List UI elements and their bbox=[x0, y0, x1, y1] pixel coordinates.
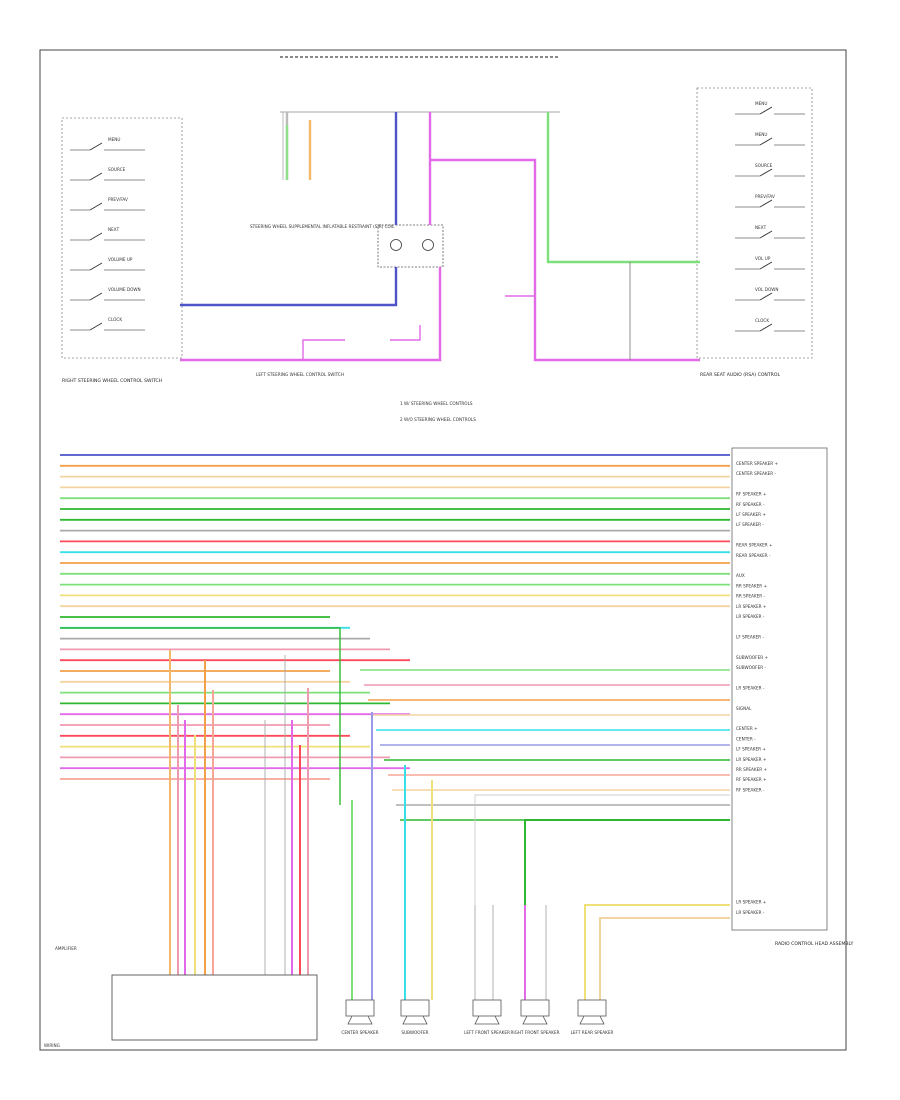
main-wire-bundle bbox=[60, 454, 730, 821]
footnote-1: 1 W/ STEERING WHEEL CONTROLS bbox=[400, 401, 473, 406]
switch-contact bbox=[89, 142, 103, 151]
diagram-frame bbox=[39, 49, 847, 1051]
switch-label: SOURCE bbox=[108, 167, 126, 172]
speaker-body bbox=[577, 999, 607, 1017]
clockspring-title: STEERING WHEEL SUPPLEMENTAL INFLATABLE R… bbox=[250, 224, 395, 229]
switch-label: NEXT bbox=[755, 225, 767, 230]
switch-label: MENU bbox=[108, 137, 120, 142]
speaker-label: LEFT REAR SPEAKER bbox=[571, 1030, 614, 1035]
radio-head: CENTER SPEAKER + CENTER SPEAKER - RF SPEAK… bbox=[731, 447, 853, 947]
pin-label: LF SPEAKER - bbox=[736, 634, 764, 639]
speaker-cone bbox=[474, 1015, 500, 1025]
clockspring: STEERING WHEEL SUPPLEMENTAL INFLATABLE R… bbox=[250, 224, 444, 268]
speaker-body bbox=[520, 999, 550, 1017]
pin-label: LR SPEAKER + bbox=[736, 604, 767, 609]
switch-contact bbox=[89, 202, 103, 211]
pin-label: REAR SPEAKER - bbox=[736, 553, 771, 558]
switch-label: VOLUME UP bbox=[108, 257, 133, 262]
speakers: CENTER SPEAKER SUBWOOFER LEFT FRONT SPEAKE… bbox=[341, 999, 614, 1035]
footnote-2: 2 W/O STEERING WHEEL CONTROLS bbox=[400, 417, 476, 422]
pin-label: RR SPEAKER - bbox=[736, 594, 765, 599]
switch-contact bbox=[759, 230, 773, 239]
switch-contact bbox=[89, 172, 103, 181]
pin-label: RF SPEAKER - bbox=[736, 787, 765, 792]
pin-label: CENTER + bbox=[736, 726, 758, 731]
diagram-id: WIRING bbox=[44, 1043, 60, 1048]
pin-label: RF SPEAKER + bbox=[736, 777, 767, 782]
pin-label: LF SPEAKER - bbox=[736, 522, 764, 527]
switch-contact bbox=[759, 292, 773, 301]
pin-label: REAR SPEAKER + bbox=[736, 543, 773, 548]
radio-title: RADIO CONTROL HEAD ASSEMBLY bbox=[775, 941, 853, 947]
pin-label: SIGNAL bbox=[736, 706, 752, 711]
switch-contact bbox=[759, 261, 773, 270]
right-switch-title: REAR SEAT AUDIO (RSA) CONTROL bbox=[700, 372, 780, 378]
switch-contact bbox=[759, 168, 773, 177]
switch-label: SOURCE bbox=[755, 163, 773, 168]
speaker-body bbox=[400, 999, 430, 1017]
switch-label: CLOCK bbox=[755, 318, 769, 323]
left-steering-switch: MENU SOURCE PREV/FAV NEXT VOLUME UP VOLUME DO… bbox=[61, 117, 183, 384]
speaker-cone bbox=[402, 1015, 428, 1025]
ground-note: LEFT STEERING WHEEL CONTROL SWITCH bbox=[256, 372, 344, 377]
switch-label: MENU bbox=[755, 101, 767, 106]
pin-label: SUBWOOFER - bbox=[736, 665, 766, 670]
pin-label: CENTER SPEAKER + bbox=[736, 461, 778, 466]
switch-contact bbox=[759, 137, 773, 146]
switch-label: NEXT bbox=[108, 227, 120, 232]
ground-note-title: LEFT STEERING WHEEL CONTROL SWITCH bbox=[256, 372, 344, 377]
switch-contact bbox=[759, 323, 773, 332]
pin-label: RR SPEAKER + bbox=[736, 767, 767, 772]
pin-label: LF SPEAKER + bbox=[736, 512, 766, 517]
pin-label: SUBWOOFER + bbox=[736, 655, 768, 660]
switch-contact bbox=[759, 199, 773, 208]
speaker-label: LEFT FRONT SPEAKER bbox=[464, 1030, 510, 1035]
switch-label: PREV/FAV bbox=[755, 194, 775, 199]
pin-label: LR SPEAKER + bbox=[736, 757, 767, 762]
footnotes: 1 W/ STEERING WHEEL CONTROLS 2 W/O STEER… bbox=[400, 401, 476, 422]
speaker-body bbox=[472, 999, 502, 1017]
pin-label: RF SPEAKER - bbox=[736, 502, 765, 507]
switch-contact bbox=[89, 262, 103, 271]
pin-label: CENTER - bbox=[736, 736, 756, 741]
switch-label: VOLUME DOWN bbox=[108, 287, 141, 292]
speaker-label: CENTER SPEAKER bbox=[341, 1030, 378, 1035]
speaker-cone bbox=[579, 1015, 605, 1025]
pin-label: LR SPEAKER - bbox=[736, 685, 765, 690]
amplifier: AMPLIFIER bbox=[55, 946, 318, 1041]
right-rsa-control: MENU MENU SOURCE PREV/FAV NEXT VOL UP VOL DOWN… bbox=[696, 87, 813, 378]
pin-label: RF SPEAKER + bbox=[736, 492, 767, 497]
switch-label: VOL DOWN bbox=[755, 287, 779, 292]
speaker-cone bbox=[522, 1015, 548, 1025]
switch-label: VOL UP bbox=[755, 256, 771, 261]
pin-label: RR SPEAKER + bbox=[736, 583, 767, 588]
switch-contact bbox=[89, 322, 103, 331]
pin-label: LR SPEAKER - bbox=[736, 614, 765, 619]
switch-contact bbox=[89, 232, 103, 241]
speaker-cone bbox=[347, 1015, 373, 1025]
amp-title: AMPLIFIER bbox=[55, 946, 77, 951]
switch-contact bbox=[89, 292, 103, 301]
pin-label: CENTER SPEAKER - bbox=[736, 471, 776, 476]
pin-label: LR SPEAKER + bbox=[736, 900, 767, 905]
left-switch-title: RIGHT STEERING WHEEL CONTROL SWITCH bbox=[62, 378, 162, 384]
pin-label: AUX bbox=[736, 573, 745, 578]
switch-label: CLOCK bbox=[108, 317, 122, 322]
speaker-body bbox=[345, 999, 375, 1017]
lower-harness bbox=[60, 627, 730, 1000]
speaker-label: SUBWOOFER bbox=[401, 1030, 428, 1035]
pin-label: LF SPEAKER + bbox=[736, 747, 766, 752]
upper-harness bbox=[180, 112, 700, 362]
switch-label: PREV/FAV bbox=[108, 197, 128, 202]
switch-contact bbox=[759, 106, 773, 115]
switch-label: MENU bbox=[755, 132, 767, 137]
pin-label: LR SPEAKER - bbox=[736, 910, 765, 915]
speaker-label: RIGHT FRONT SPEAKER bbox=[510, 1030, 559, 1035]
